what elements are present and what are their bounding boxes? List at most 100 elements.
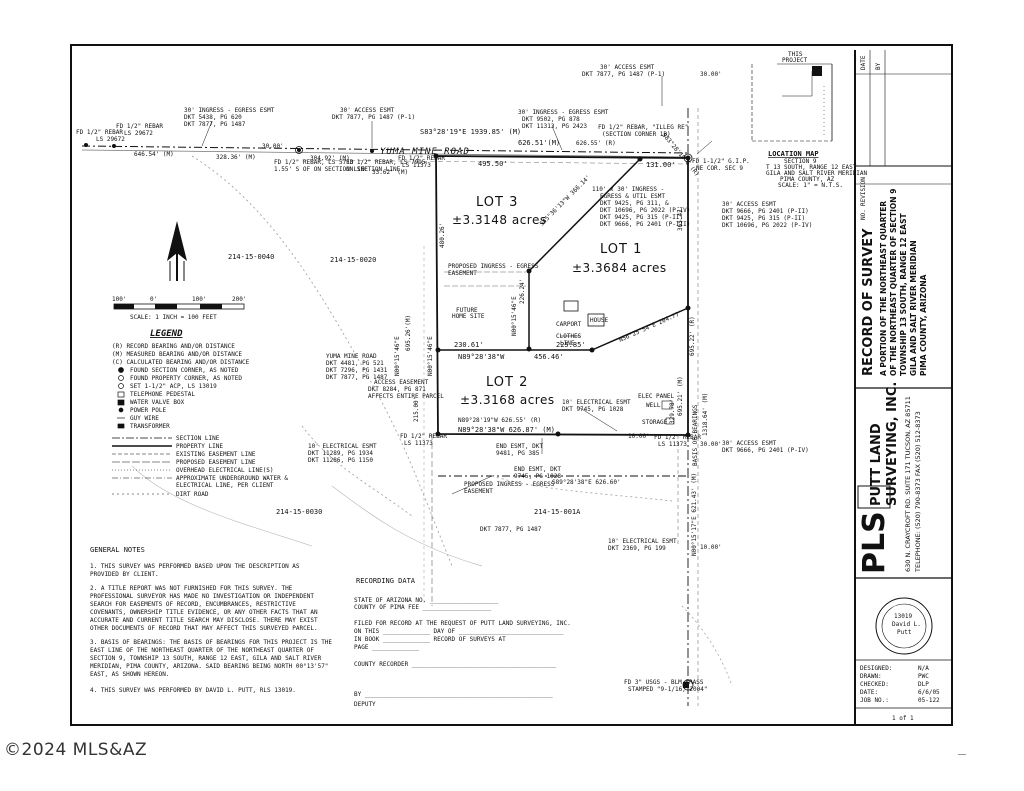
designed-value: N/A <box>918 665 929 672</box>
dim-left-top: 480.26' <box>439 223 446 248</box>
drawn-value: PWC <box>918 673 929 680</box>
plat-annotation: ON SECTION LINE <box>346 166 401 173</box>
plat-annotation: DKT 7296, PG 1431 <box>326 367 388 374</box>
company-logo: PLS <box>857 511 892 574</box>
plat-annotation: THIS <box>788 51 803 58</box>
plat-annotation: DKT 7877, PG 1487 <box>184 121 246 128</box>
rev-label-revision: REVISION <box>860 177 867 206</box>
dim-diagonal-2: N56°25'54"E 204.77' <box>618 310 684 344</box>
parcel-number: 214-15-0030 <box>276 508 322 516</box>
plat-annotation: DKT 10696, PG 2022 (P-IV) <box>722 222 812 229</box>
plat-annotation: LS 11373 <box>658 441 687 448</box>
dim-east-30b: 30.00' <box>700 441 722 448</box>
corner-mark <box>958 754 966 755</box>
plat-annotation: FD 3" USGS - BLM BRASS <box>624 679 704 686</box>
plat-annotation: EGRESS & UTIL ESMT <box>600 193 665 200</box>
dim-east-30a: 30.00' <box>700 71 722 78</box>
plat-annotation: STAMPED "9-1/16, 2004" <box>628 686 707 693</box>
plat-annotation: 9481, PG 385 <box>496 450 540 457</box>
legend-item: SET 1-1/2" ACP, LS 13019 <box>130 383 217 390</box>
plat-annotation: DKT 11289, PG 1934 <box>308 450 373 457</box>
plat-annotation: OTHER DOCUMENTS OF RECORD THAT MAY AFFEC… <box>90 625 318 632</box>
general-notes: GENERAL NOTES 1. THIS SURVEY WAS PERFORM… <box>90 546 332 694</box>
plat-linework <box>81 76 733 706</box>
plat-annotation: 10' ELECTRICAL ESMT <box>308 443 377 450</box>
plat-annotation: FD 1/2" REBAR <box>400 433 447 440</box>
plat-annotation: EASEMENT <box>448 270 477 277</box>
plat-annotation: DKT 9425, PG 315 (P-II) <box>600 214 683 221</box>
company-name-2: SURVEYING, INC. <box>885 382 900 506</box>
lot-2-acres: ±3.3168 acres <box>460 393 555 407</box>
plat-annotation: 4. THIS SURVEY WAS PERFORMED BY DAVID L.… <box>90 687 296 694</box>
plat-annotation: DKT 7877, PG 1487 (P-1) <box>582 71 665 78</box>
plat-annotation: A PORTION OF THE NORTHEAST QUARTER <box>879 201 888 376</box>
plat-annotation: EAST LINE OF THE NORTHEAST QUARTER OF TH… <box>90 647 314 654</box>
company-phone: TELEPHONE: (520) 790-8373 FAX (520) 512-… <box>914 411 922 573</box>
plat-annotation: FD 1/2" REBAR <box>76 129 123 136</box>
dim-east-10b: 10.00' <box>700 544 722 551</box>
plat-annotation: DKT 2369, PG 199 <box>608 545 666 552</box>
plat-annotation: EASEMENT <box>464 488 493 495</box>
parcel-number: 214-15-0040 <box>228 253 274 261</box>
carport-outline <box>563 300 579 312</box>
sheet-number: 1 of 1 <box>892 715 914 722</box>
survey-title: RECORD OF SURVEY <box>861 228 876 376</box>
plat-annotation: DKT 8284, PG 871 <box>368 386 426 393</box>
plat-annotation: END ESMT, DKT <box>496 443 543 450</box>
dim-bottom-meas: N89°28'38"W 626.87' (M) <box>458 426 555 434</box>
plat-annotation: FD 1/2" REBAR <box>116 123 163 130</box>
dim-west-e: 33.62' (M) <box>372 169 408 176</box>
legend-title: LEGEND <box>150 329 183 339</box>
scale-tick-2: 0' <box>150 296 157 303</box>
plat-annotation: COUNTY OF PIMA FEE ___________________ <box>354 604 492 611</box>
plat-annotation: SECTION 9 <box>784 158 817 165</box>
scale-tick-3: 100' <box>192 296 206 303</box>
checked-value: DLP <box>918 681 929 688</box>
date-value: 6/6/05 <box>918 689 940 696</box>
dim-mid-h3: 225.85' <box>556 341 586 349</box>
dim-mid-h2: 456.46' <box>534 353 564 361</box>
dim-right-mid: 695.21' (M) <box>677 376 684 416</box>
plat-annotation: FD 1/2" REBAR, LS 5713 <box>274 159 354 166</box>
plat-annotation: CHECKED: <box>860 681 889 688</box>
dim-top-rec: 626.55' (R) <box>576 140 616 147</box>
dim-top-b: 131.00' <box>646 161 676 169</box>
plat-annotation: PAGE _____________ <box>354 644 419 651</box>
plat-annotation: ACCESS EASEMENT <box>374 379 429 386</box>
legend-item: GUY WIRE <box>130 415 159 422</box>
lot-divider-diagonal <box>528 158 641 272</box>
plat-annotation: 30' ACCESS ESMT <box>600 64 655 71</box>
plat-annotation: 1.55' S OF ON SECTION LINE <box>274 166 368 173</box>
rev-label-date: DATE <box>860 55 867 70</box>
plat-annotation: ELEC PANEL <box>638 393 675 400</box>
dim-west-b: 328.36' (M) <box>216 154 256 161</box>
plat-annotation: 30' INGRESS - EGRESS ESMT <box>518 109 609 116</box>
job-no-value: 05-122 <box>918 697 940 704</box>
plat-annotation: LS 11373 <box>402 162 431 169</box>
plat-annotation: FILED FOR RECORD AT THE REQUEST OF PUTT … <box>354 620 571 627</box>
plat-annotation: FD 1/2" REBAR, LS 7995 <box>346 159 426 166</box>
plat-annotation: COUNTY RECORDER ________________________… <box>354 661 557 668</box>
plat-annotation: DKT 9745, PG 1028 <box>562 406 624 413</box>
plat-annotation: 9745, PG 1028 <box>514 473 561 480</box>
plat-annotation: DKT 7877, PG 1487 <box>480 526 542 533</box>
plat-annotation: DKT 4481, PG 521 <box>326 360 384 367</box>
scale-bar: 100' 0' 100' 200' SCALE: 1 INCH = 100 FE… <box>112 296 246 321</box>
plat-annotation: OF THE NORTHEAST QUARTER OF SECTION 9 <box>889 189 898 376</box>
legend-line: ELECTRICAL LINE, PER CLIENT <box>176 482 274 489</box>
dim-west-c: 30.00' <box>262 143 284 150</box>
plat-annotation: STORAGE <box>642 419 668 426</box>
plat-annotation: PROVIDED BY CLIENT. <box>90 571 159 578</box>
dim-right-rec: 695.22' (R) <box>689 316 696 356</box>
plat-annotation: David L. <box>892 621 921 628</box>
plat-annotation: 10' ELECTRICAL ESMT <box>562 399 631 406</box>
location-map-title: LOCATION MAP <box>768 150 819 158</box>
parcel-labels: 214-15-0040 214-15-0020 214-15-0030 214-… <box>228 253 581 516</box>
plat-annotation: 3. BASIS OF BEARINGS: THE BASIS OF BEARI… <box>90 639 332 646</box>
lot-1-name: LOT 1 <box>600 242 642 257</box>
dim-mid-v: 226.24' <box>519 279 526 304</box>
plat-annotation: JOB NO.: <box>860 697 889 704</box>
plat-annotation: STATE OF ARIZONA NO. ___________________ <box>354 597 499 604</box>
plat-annotation: 2. A TITLE REPORT WAS NOT FURNISHED FOR … <box>90 585 293 592</box>
dim-bottom-rec: N89°28'19"W 626.55' (R) <box>458 417 541 424</box>
